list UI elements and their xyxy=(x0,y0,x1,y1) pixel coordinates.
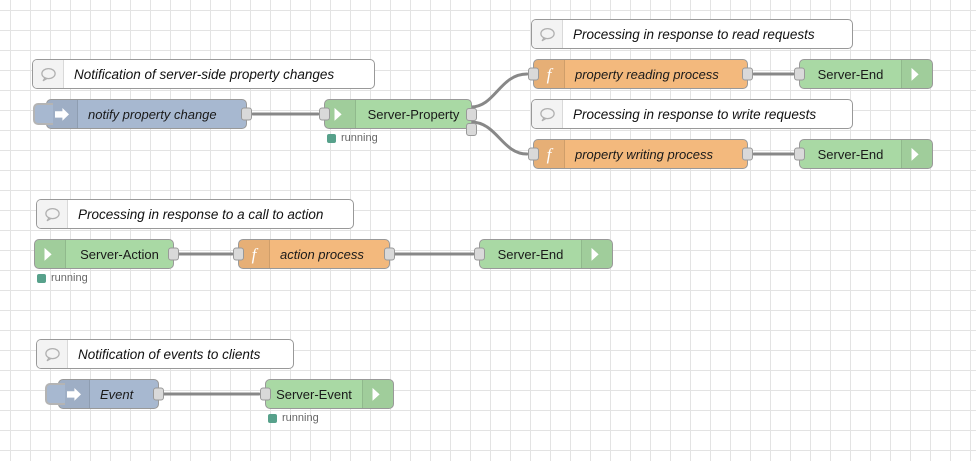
input-port[interactable] xyxy=(319,107,330,121)
server-property-node[interactable]: Server-Property running xyxy=(319,99,477,144)
inject-node-event[interactable]: Event xyxy=(45,379,164,409)
server-end-label: Server-End xyxy=(497,246,564,262)
inject-trigger-button[interactable] xyxy=(33,103,53,125)
server-end-label: Server-End xyxy=(817,146,884,162)
status-label: running xyxy=(282,412,319,424)
status-running: running xyxy=(37,272,88,284)
inject-node-notify-property-change[interactable]: notify property change xyxy=(33,99,252,129)
comment-node-read-requests[interactable]: Processing in response to read requests xyxy=(531,19,853,49)
server-end-node-write[interactable]: Server-End xyxy=(794,139,933,169)
server-property-label: Server-Property xyxy=(367,106,460,122)
node-arrow-icon xyxy=(901,140,932,168)
status-dot-icon xyxy=(268,413,277,423)
input-port[interactable] xyxy=(260,387,271,401)
input-port[interactable] xyxy=(474,247,485,261)
status-label: running xyxy=(51,272,88,284)
function-node-property-reading[interactable]: f property reading process xyxy=(528,59,753,89)
server-action-node[interactable]: Server-Action running xyxy=(34,239,179,284)
status-running: running xyxy=(268,412,319,424)
comment-node-event[interactable]: Notification of events to clients xyxy=(36,339,294,369)
output-port[interactable] xyxy=(384,247,395,261)
comment-label: Processing in response to a call to acti… xyxy=(78,206,324,222)
svg-text:f: f xyxy=(547,145,554,164)
comment-node-action[interactable]: Processing in response to a call to acti… xyxy=(36,199,354,229)
output-port[interactable] xyxy=(742,147,753,161)
server-end-node-read[interactable]: Server-End xyxy=(794,59,933,89)
comment-label: Processing in response to write requests xyxy=(573,106,817,122)
function-node-property-writing[interactable]: f property writing process xyxy=(528,139,753,169)
svg-text:f: f xyxy=(547,65,554,84)
comment-icon xyxy=(33,60,64,88)
status-label: running xyxy=(341,132,378,144)
output-port-read[interactable] xyxy=(466,108,477,121)
input-port[interactable] xyxy=(528,67,539,81)
output-port[interactable] xyxy=(153,387,164,401)
comment-icon xyxy=(532,20,563,48)
node-arrow-icon xyxy=(901,60,932,88)
node-arrow-icon xyxy=(325,100,356,128)
comment-icon xyxy=(37,340,68,368)
svg-text:f: f xyxy=(252,245,259,264)
inject-node-label: notify property change xyxy=(88,106,217,122)
wire-property-to-write xyxy=(469,120,529,156)
output-port[interactable] xyxy=(742,67,753,81)
input-port[interactable] xyxy=(528,147,539,161)
comment-icon xyxy=(532,100,563,128)
function-node-label: property reading process xyxy=(575,66,719,82)
status-running: running xyxy=(327,132,378,144)
output-port[interactable] xyxy=(168,247,179,261)
function-f-icon: f xyxy=(239,240,270,268)
status-dot-icon xyxy=(327,133,336,143)
server-event-label: Server-Event xyxy=(276,386,352,402)
node-arrow-icon xyxy=(581,240,612,268)
input-port[interactable] xyxy=(794,147,805,161)
comment-node-property[interactable]: Notification of server-side property cha… xyxy=(32,59,375,89)
status-dot-icon xyxy=(37,273,46,283)
input-port[interactable] xyxy=(794,67,805,81)
comment-label: Processing in response to read requests xyxy=(573,26,815,42)
output-port-write[interactable] xyxy=(466,123,477,136)
server-event-node[interactable]: Server-Event running xyxy=(260,379,394,424)
wire-property-to-read xyxy=(469,72,529,109)
comment-icon xyxy=(37,200,68,228)
function-node-label: property writing process xyxy=(575,146,713,162)
function-f-icon: f xyxy=(534,60,565,88)
input-port[interactable] xyxy=(233,247,244,261)
server-action-label: Server-Action xyxy=(80,246,159,262)
inject-trigger-button[interactable] xyxy=(45,383,65,405)
comment-label: Notification of events to clients xyxy=(78,346,261,362)
comment-node-write-requests[interactable]: Processing in response to write requests xyxy=(531,99,853,129)
output-port[interactable] xyxy=(241,107,252,121)
server-end-label: Server-End xyxy=(817,66,884,82)
function-node-label: action process xyxy=(280,246,364,262)
inject-node-label: Event xyxy=(100,386,134,402)
comment-label: Notification of server-side property cha… xyxy=(74,66,335,82)
server-end-node-action[interactable]: Server-End xyxy=(474,239,613,269)
function-f-icon: f xyxy=(534,140,565,168)
node-arrow-icon xyxy=(362,380,393,408)
function-node-action-process[interactable]: f action process xyxy=(233,239,395,269)
node-arrow-icon xyxy=(35,240,66,268)
